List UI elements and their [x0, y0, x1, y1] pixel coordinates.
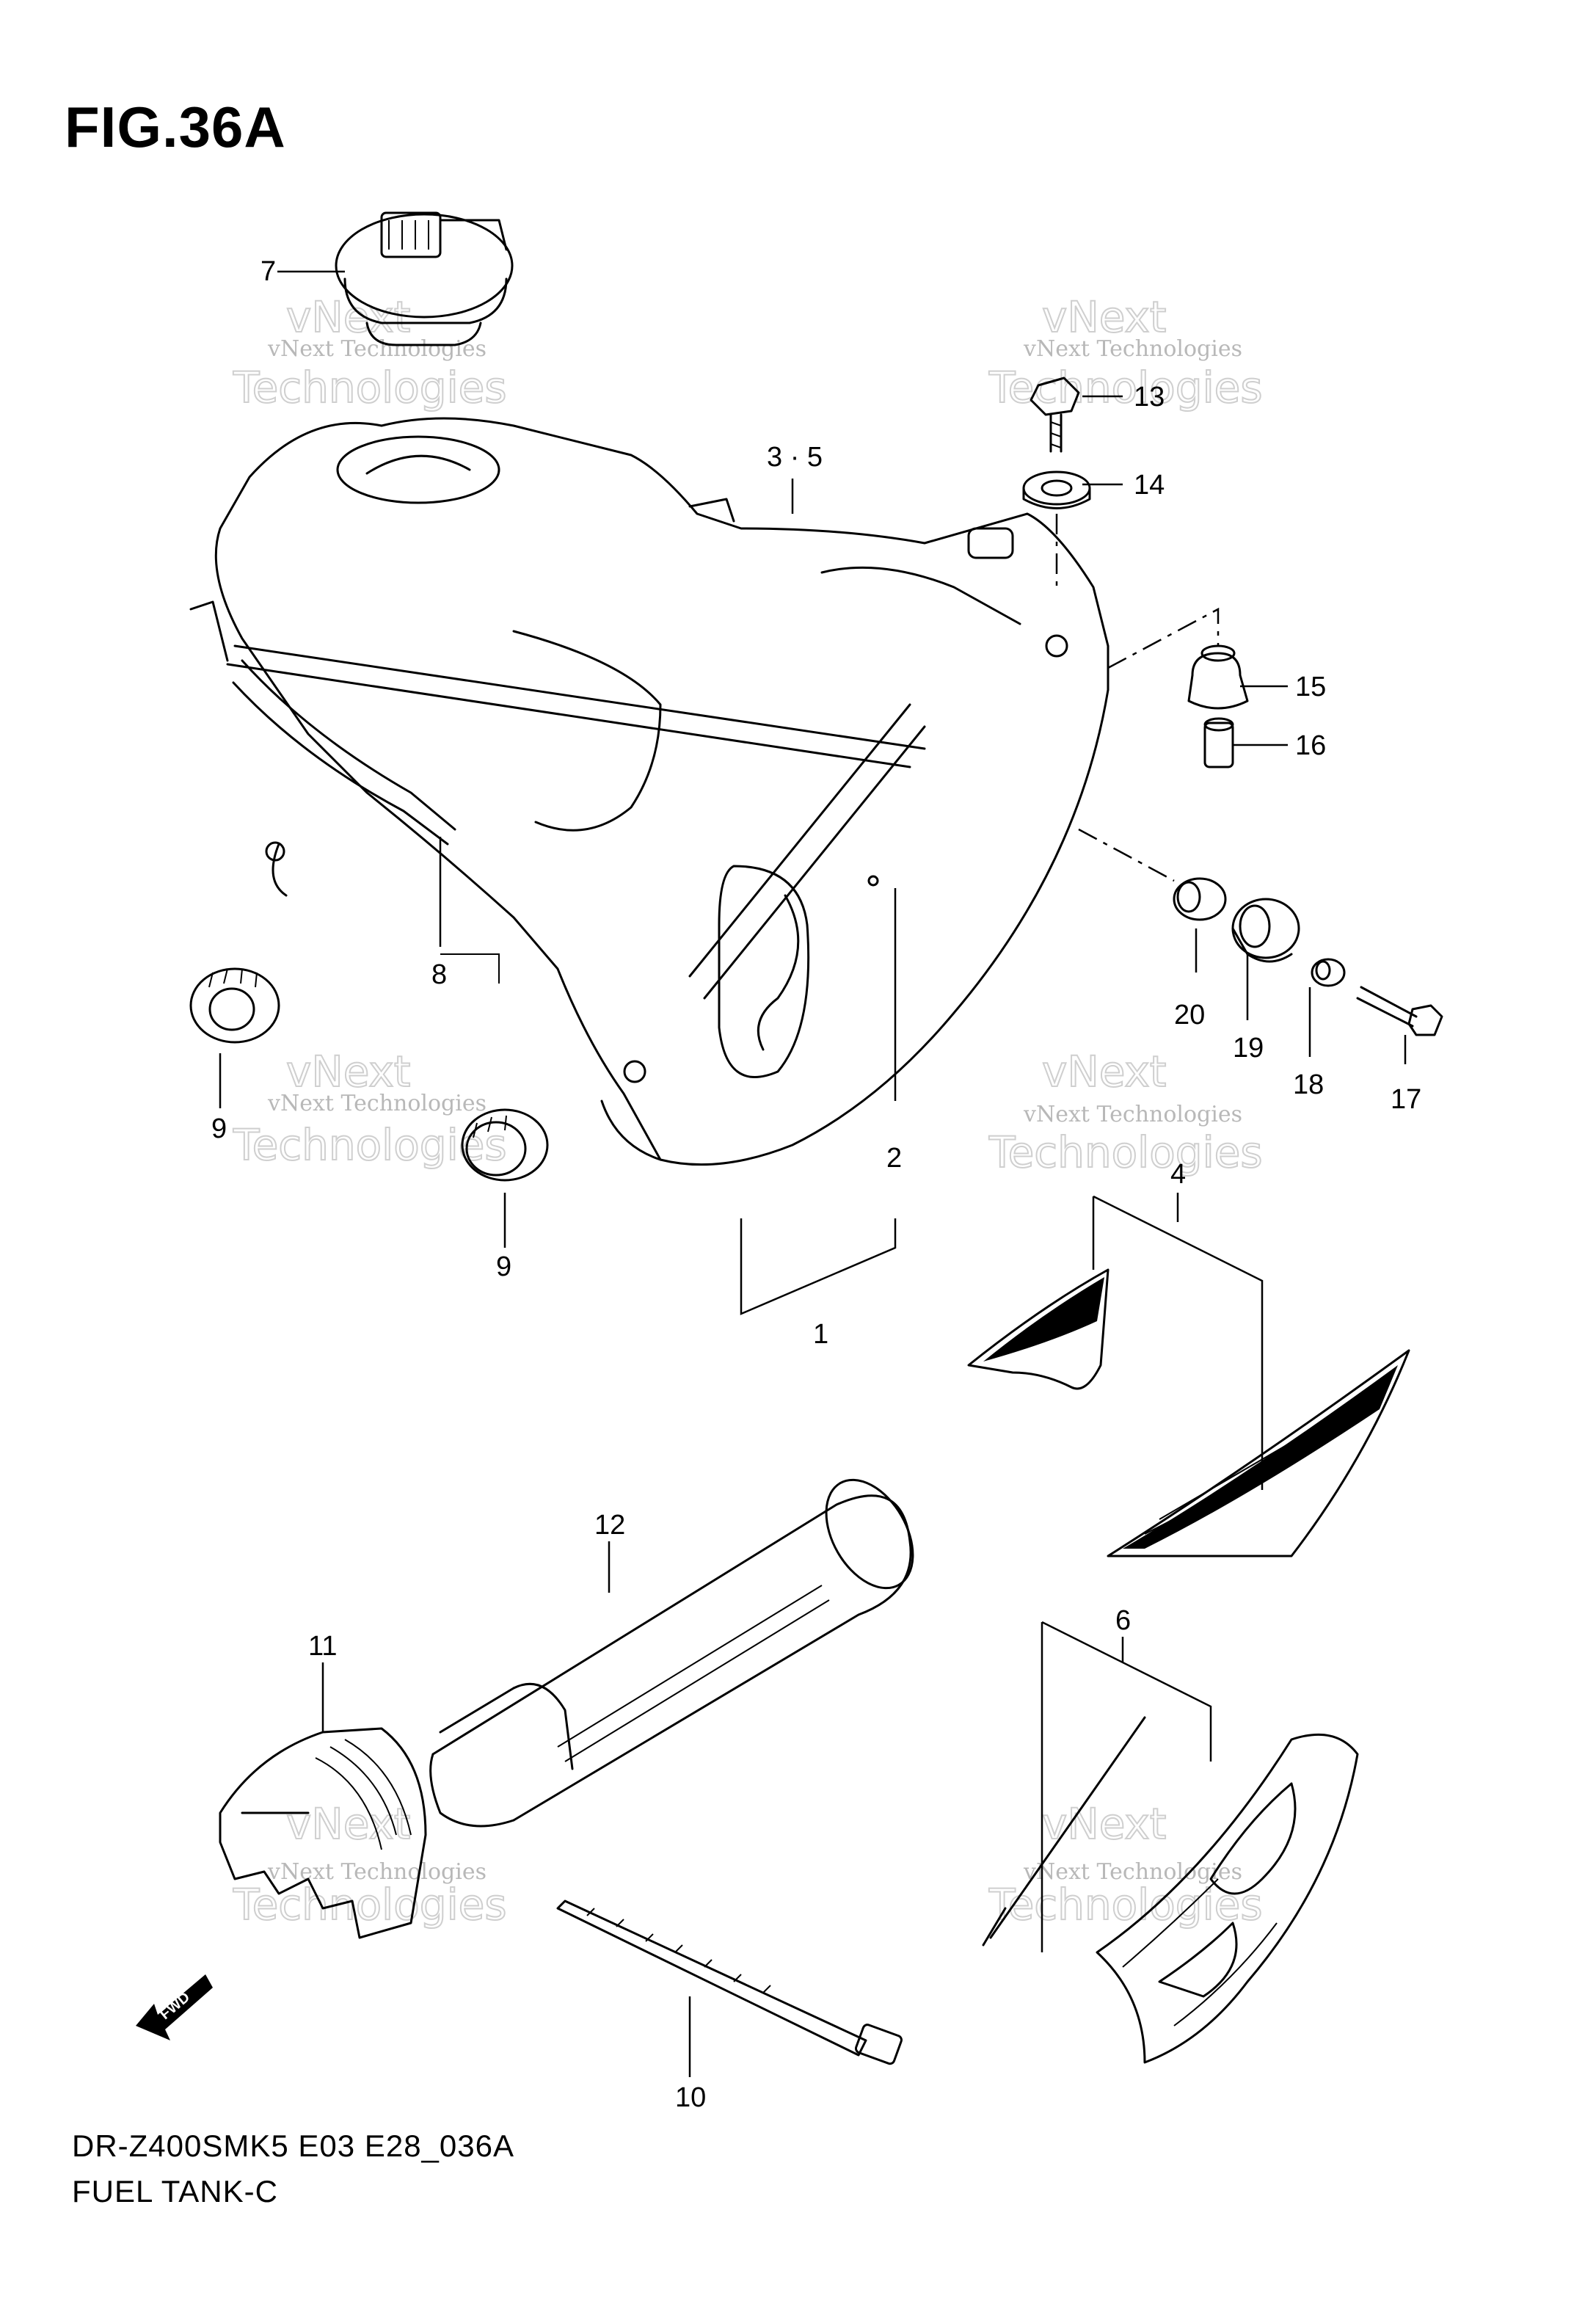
watermark-small: vNext Technologies: [1023, 336, 1242, 362]
callout-19: 19: [1233, 1033, 1264, 1064]
callout-14: 14: [1134, 470, 1165, 501]
watermark-big-bottom: Technologies: [233, 363, 507, 412]
part-16-spacer: [1203, 717, 1234, 768]
assembly-line-lower: [1078, 828, 1175, 882]
callout-15: 15: [1295, 672, 1326, 702]
callout-9-right: 9: [496, 1251, 511, 1282]
part-20-cushion: [1173, 877, 1227, 921]
callout-labels: 7 13 14 3 · 5 15 16 8 9 9 2 1 20 19 18 1…: [211, 256, 1421, 2113]
part-13-bolt: [1030, 377, 1080, 453]
part-6-side-stickers: [982, 1716, 1359, 2064]
callout-2: 2: [886, 1143, 902, 1174]
part-18-collar: [1311, 958, 1346, 987]
watermark-big-bottom: Technologies: [233, 1880, 507, 1930]
figure-title: FIG.36A: [65, 95, 286, 159]
watermark-big-bottom: Technologies: [233, 1120, 507, 1170]
leader-lines: [219, 270, 1407, 2077]
callout-4: 4: [1170, 1159, 1186, 1190]
watermark-small: vNext Technologies: [1023, 1859, 1242, 1885]
model-code: DR-Z400SMK5 E03 E28_036A: [72, 2129, 514, 2163]
part-9-damper-right: [461, 1108, 549, 1182]
watermark-bottom-left: vNext vNext Technologies Technologies: [232, 1798, 508, 1930]
callout-10: 11: [308, 1631, 337, 1662]
callout-18: 18: [1293, 1069, 1324, 1100]
watermark-big-top: vNext: [1042, 1799, 1166, 1849]
callout-8: 8: [431, 959, 447, 990]
watermark-big-bottom: Technologies: [988, 1880, 1263, 1930]
callout-17: 17: [1391, 1084, 1421, 1115]
callout-7: 7: [260, 256, 276, 287]
part-14-washer: [1022, 470, 1091, 587]
part-10-guard: [219, 1727, 427, 1939]
assembly-line-upper: [1107, 607, 1220, 669]
part-17-bolt: [1356, 986, 1443, 1036]
callout-1: 1: [813, 1319, 828, 1350]
watermark-small: vNext Technologies: [267, 1091, 487, 1116]
part-4-emblem-stickers: [967, 1268, 1410, 1557]
watermark-group: vNext vNext Technologies Technologies vN…: [232, 291, 1264, 1930]
callout-16: 16: [1295, 730, 1326, 761]
callout-13: 13: [1134, 382, 1165, 412]
callout-11: 10: [675, 2082, 706, 2113]
callout-6: 6: [1115, 1605, 1131, 1636]
watermark-big-top: vNext: [1042, 292, 1166, 342]
callout-9-left: 9: [211, 1113, 227, 1144]
diagram-name: FUEL TANK-C: [72, 2174, 278, 2209]
watermark-big-bottom: Technologies: [988, 1127, 1263, 1177]
watermark-middle-right: vNext vNext Technologies Technologies: [988, 1046, 1264, 1178]
part-8-tube: [232, 659, 456, 846]
watermark-top-left: vNext vNext Technologies Technologies: [232, 291, 508, 413]
part-1-fuel-tank: [189, 417, 1109, 1166]
fwd-arrow: FWD: [136, 1974, 213, 2040]
watermark-top-right: vNext vNext Technologies Technologies: [988, 291, 1264, 413]
callout-20: 20: [1174, 1000, 1205, 1030]
watermark-big-bottom: Technologies: [988, 363, 1263, 412]
part-11-cable-tie: [556, 1900, 903, 2065]
part-15-cushion: [1187, 644, 1249, 710]
callout-3-5: 3 · 5: [767, 442, 823, 473]
watermark-small: vNext Technologies: [1023, 1102, 1242, 1127]
watermark-middle-left: vNext vNext Technologies Technologies: [232, 1046, 508, 1171]
watermark-big-top: vNext: [286, 1047, 410, 1097]
watermark-big-top: vNext: [1042, 1047, 1166, 1097]
watermark-big-top: vNext: [286, 1799, 410, 1849]
part-9-damper-left: [189, 967, 280, 1044]
part-12-heat-shield: [429, 1478, 914, 1828]
part-19-cushion: [1231, 898, 1300, 963]
part-7-fuel-cap: [335, 211, 514, 346]
callout-12: 12: [594, 1510, 625, 1541]
